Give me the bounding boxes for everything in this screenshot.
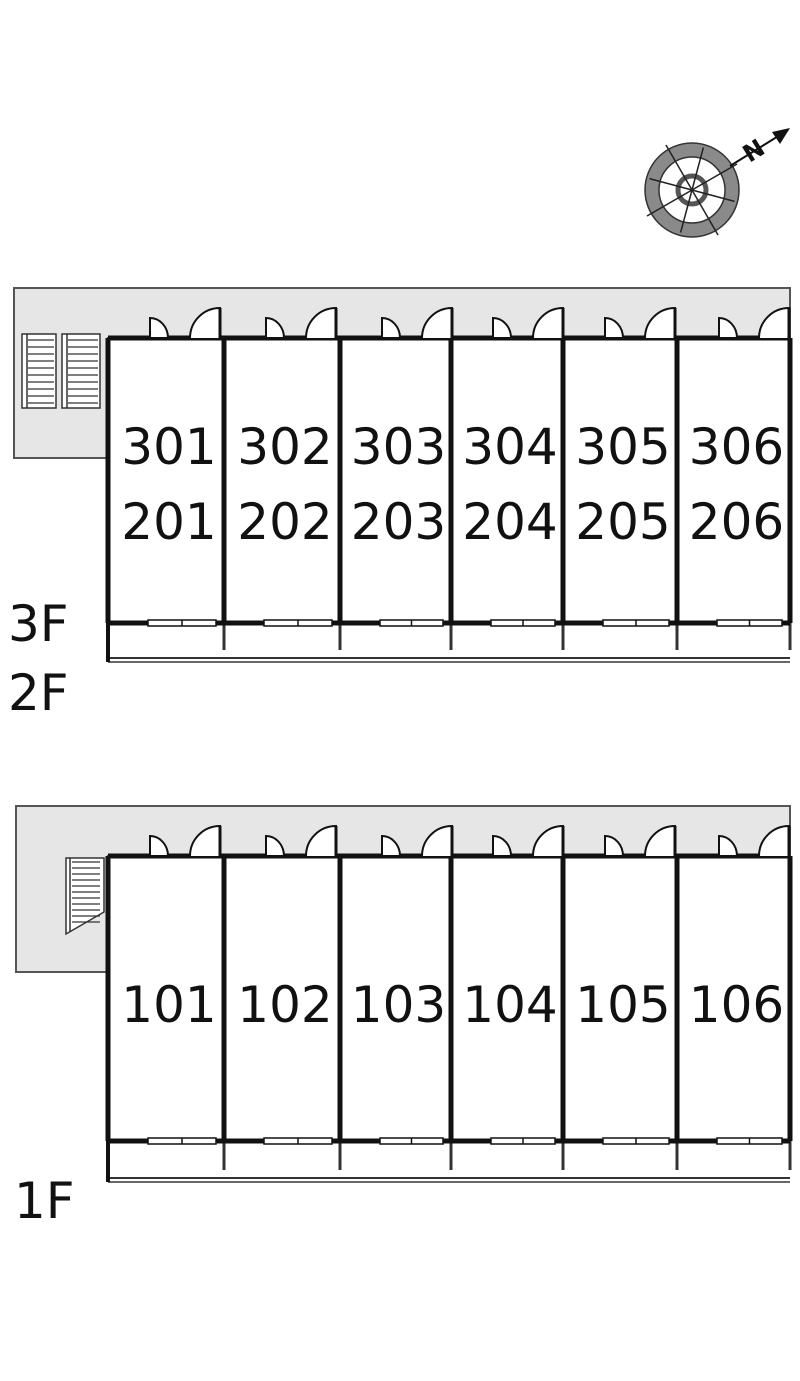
compass-ring xyxy=(645,143,739,237)
room-label-202: 202 xyxy=(237,493,332,551)
room-label-101: 101 xyxy=(121,976,216,1034)
north-arrow-head xyxy=(772,128,790,144)
stairs-icon xyxy=(65,857,105,936)
compass-outline xyxy=(658,156,726,224)
room-label-302: 302 xyxy=(237,418,332,476)
room-label-102: 102 xyxy=(237,976,332,1034)
room-label-104: 104 xyxy=(462,976,557,1034)
ground-floor-block: 101 102 103 104 105 106 xyxy=(15,805,793,1183)
door-icon xyxy=(604,834,625,857)
door-icon xyxy=(149,834,170,857)
door-icon xyxy=(718,834,739,857)
compass-icon: N xyxy=(644,128,790,238)
upper-floor-block: 301 302 303 304 305 306 201 202 203 204 205 206 xyxy=(13,287,793,663)
room-label-203: 203 xyxy=(351,493,446,551)
room-label-204: 204 xyxy=(462,493,557,551)
compass-spoke xyxy=(646,189,693,217)
room-label-105: 105 xyxy=(575,976,670,1034)
door-icon xyxy=(265,316,286,339)
door-icon xyxy=(381,316,402,339)
compass-spoke xyxy=(679,189,693,233)
room-label-106: 106 xyxy=(689,976,784,1034)
compass-spoke xyxy=(649,177,693,191)
compass-north-letter: N xyxy=(738,134,770,168)
compass-outline xyxy=(644,142,740,238)
room-label-304: 304 xyxy=(462,418,557,476)
room-label-206: 206 xyxy=(689,493,784,551)
compass-spoke xyxy=(691,147,705,191)
room-label-103: 103 xyxy=(351,976,446,1034)
compass-spoke xyxy=(691,189,735,203)
floor-label-3f: 3F xyxy=(8,595,69,653)
door-icon xyxy=(265,834,286,857)
compass-spoke xyxy=(665,144,693,191)
room-label-306: 306 xyxy=(689,418,784,476)
room-label-303: 303 xyxy=(351,418,446,476)
compass-spoke xyxy=(691,189,719,236)
compass-core xyxy=(675,173,709,207)
floor-label-1f: 1F xyxy=(14,1172,75,1230)
door-icon xyxy=(492,316,513,339)
floor-label-2f: 2F xyxy=(8,664,69,722)
door-icon xyxy=(381,834,402,857)
room-label-205: 205 xyxy=(575,493,670,551)
door-icon xyxy=(492,834,513,857)
room-label-305: 305 xyxy=(575,418,670,476)
compass-spoke xyxy=(691,163,738,191)
door-icon xyxy=(718,316,739,339)
door-icon xyxy=(149,316,170,339)
door-icon xyxy=(604,316,625,339)
room-label-201: 201 xyxy=(121,493,216,551)
room-label-301: 301 xyxy=(121,418,216,476)
